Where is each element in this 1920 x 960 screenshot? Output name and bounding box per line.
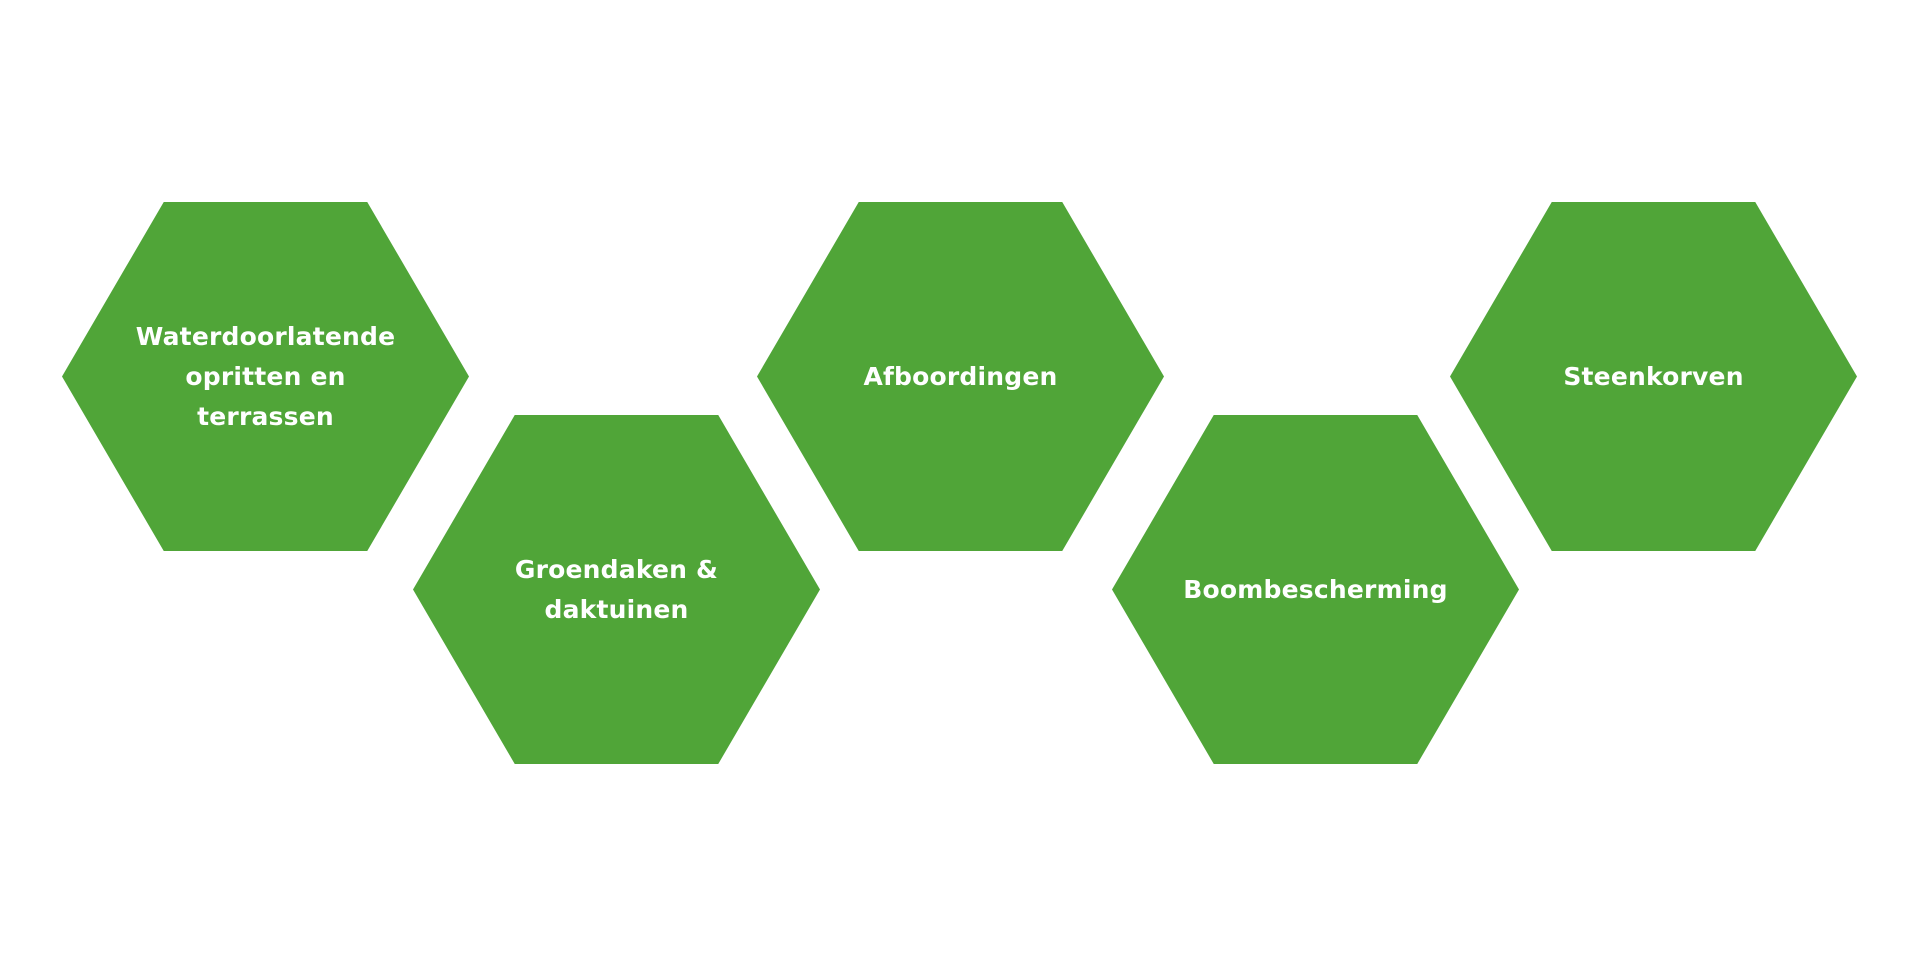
hexagon-steenkorven: Steenkorven: [1450, 202, 1857, 551]
hexagon-afboordingen: Afboordingen: [757, 202, 1164, 551]
hexagon-label: Steenkorven: [1563, 361, 1744, 391]
hexagon-label: Boombescherming: [1183, 574, 1448, 604]
hexagon-groendaken: Groendaken & daktuinen: [413, 415, 820, 764]
hexagon-label: Groendaken & daktuinen: [514, 554, 719, 624]
hexagon-boombescherming: Boombescherming: [1112, 415, 1519, 764]
hexagon-waterdoorlatende-opritten: Waterdoorlatende opritten en terrassen: [62, 202, 469, 551]
hexagon-label: Waterdoorlatende opritten en terrassen: [135, 321, 396, 431]
hexagon-label: Afboordingen: [863, 361, 1058, 391]
